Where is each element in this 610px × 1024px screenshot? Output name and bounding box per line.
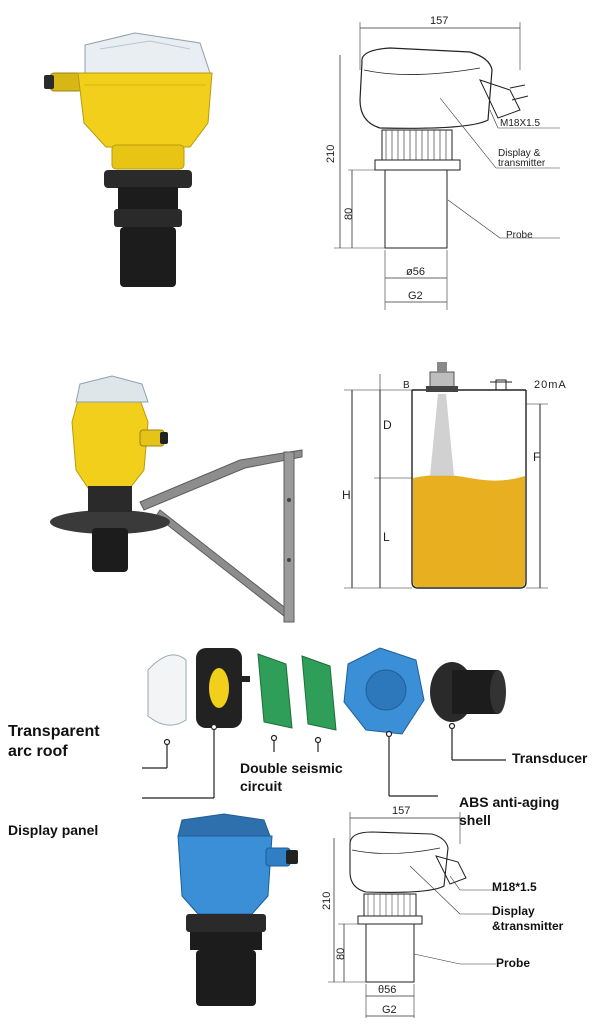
drawing1-display-label-2: transmitter xyxy=(498,158,546,169)
section-tank-installation: 20mA B D F H L xyxy=(0,340,610,623)
dimension-drawing-1: 157 210 80 ø56 G2 xyxy=(325,15,560,310)
drawing1-diameter-dim: ø56 xyxy=(406,266,425,278)
tank-label-b: B xyxy=(403,380,410,391)
exploded-leader-lines xyxy=(142,722,506,799)
tank-diagram xyxy=(344,362,548,589)
double-seismic-label-2: circuit xyxy=(240,778,283,794)
drawing2-display-label-2: &transmitter xyxy=(492,919,564,933)
abs-shell-label-1: ABS anti-aging xyxy=(459,794,560,810)
drawing2-probe-label: Probe xyxy=(496,956,531,970)
double-seismic-label-1: Double seismic xyxy=(240,760,343,776)
drawing2-thread-label: M18*1.5 xyxy=(492,880,537,894)
drawing2-height-dim: 210 xyxy=(321,892,333,910)
drawing2-diameter-dim: θ56 xyxy=(378,984,396,996)
drawing2-display-label-1: Display xyxy=(492,904,535,918)
drawing1-width-dim: 157 xyxy=(430,15,448,27)
transducer-part xyxy=(430,662,506,722)
tank-label-h: H xyxy=(342,488,351,502)
pcb-part-2 xyxy=(301,655,337,731)
drawing1-thread-label: M18X1.5 xyxy=(500,118,541,129)
drawing1-display-label-1: Display & xyxy=(498,148,541,159)
exploded-components-image xyxy=(147,647,506,735)
yellow-sensor-image xyxy=(44,32,213,287)
section-yellow-sensor: 157 210 80 ø56 G2 M18X1. xyxy=(0,0,610,320)
tank-signal-label: 20mA xyxy=(534,379,567,391)
mounted-sensor-image xyxy=(50,375,303,623)
drawing1-thread-bottom-dim: G2 xyxy=(408,290,423,302)
section-exploded-view: Transparent arc roof Display panel Doubl… xyxy=(0,630,610,838)
abs-shell-label-2: shell xyxy=(459,812,491,828)
blue-sensor-image xyxy=(177,813,298,1006)
drawing1-probe-label: Probe xyxy=(506,230,533,241)
display-panel-label: Display panel xyxy=(8,822,99,838)
tank-label-d: D xyxy=(383,418,392,432)
transducer-label: Transducer xyxy=(512,750,588,766)
tank-label-f: F xyxy=(533,450,541,464)
drawing2-width-dim: 157 xyxy=(392,805,410,817)
display-panel-part xyxy=(196,648,250,728)
transparent-roof-label-2: arc roof xyxy=(8,743,68,760)
transparent-roof-label-1: Transparent xyxy=(8,723,100,740)
drawing1-height-dim: 210 xyxy=(325,145,337,163)
pcb-part-1 xyxy=(257,653,293,729)
tank-label-l: L xyxy=(383,530,390,544)
drawing2-thread-bottom-dim: G2 xyxy=(382,1004,397,1016)
dimension-drawing-2: 157 210 80 θ56 G2 xyxy=(321,805,496,1018)
drawing1-probe-dim: 80 xyxy=(343,208,355,220)
drawing2-probe-dim: 80 xyxy=(335,948,347,960)
transparent-roof-part xyxy=(147,654,187,726)
section-blue-sensor: 157 210 80 θ56 G2 M18*1.5 Display &trans… xyxy=(0,800,610,1024)
